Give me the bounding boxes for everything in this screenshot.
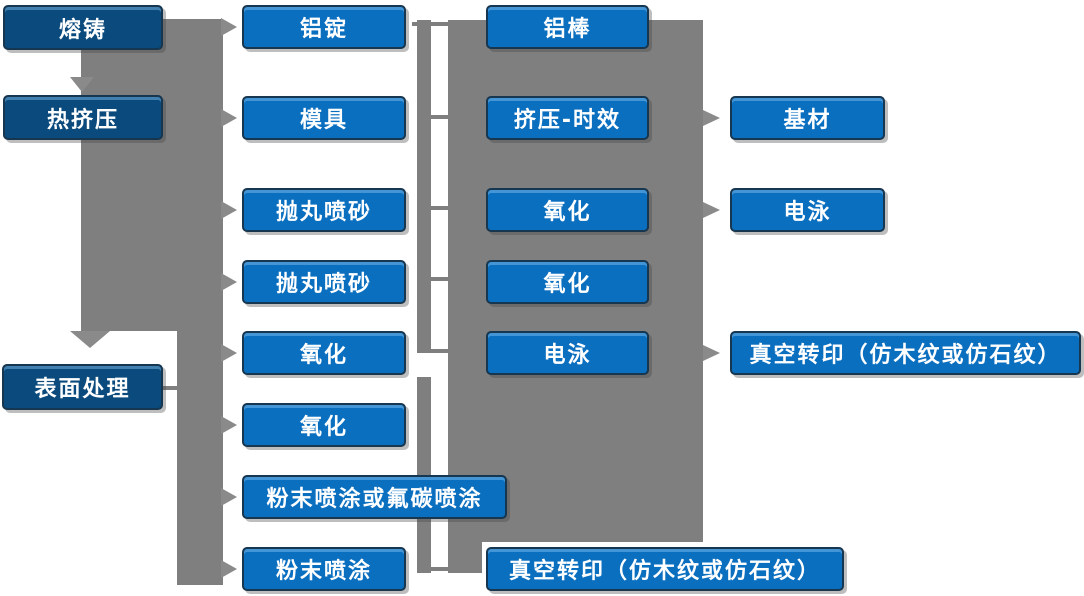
- tick-row1: [412, 22, 448, 26]
- node-electrophoresis-col4: 电泳: [730, 188, 885, 232]
- arrow-to-electrophoresis-col4: [703, 202, 720, 218]
- arrow-to-oxidation-1: [221, 344, 237, 362]
- arrow-to-oxidation-2: [221, 416, 237, 434]
- node-surface-treatment: 表面处理: [2, 364, 163, 410]
- arrow-melt-to-hot-extrusion: [70, 77, 94, 92]
- node-vacuum-transfer-bottom: 真空转印（仿木纹或仿石纹）: [486, 547, 844, 591]
- arrow-to-vacuum-transfer-right: [703, 345, 720, 361]
- arrow-to-powder-coating: [221, 560, 237, 578]
- connector-band-middle-upper: [417, 20, 431, 353]
- node-vacuum-transfer-right: 真空转印（仿木纹或仿石纹）: [730, 331, 1081, 375]
- node-powder-or-fluorocarbon-coating: 粉末喷涂或氟碳喷涂: [242, 475, 507, 519]
- tick-row2: [431, 115, 448, 119]
- arrow-to-shot-blasting-1: [221, 201, 237, 219]
- arrow-to-mold: [221, 109, 237, 127]
- tick-row8: [431, 567, 448, 571]
- arrow-to-powder-or-fluorocarbon: [221, 488, 237, 506]
- node-oxidation-col3-1: 氧化: [486, 188, 649, 232]
- node-extrusion-aging: 挤压-时效: [486, 96, 649, 140]
- arrow-to-base-material: [703, 110, 720, 126]
- node-oxidation-col3-2: 氧化: [486, 260, 649, 304]
- tick-surface-treatment: [162, 386, 177, 390]
- tick-row4: [431, 277, 448, 281]
- node-base-material: 基材: [730, 96, 885, 140]
- connector-column-left: [177, 19, 223, 585]
- node-melt-casting: 熔铸: [3, 5, 163, 50]
- tick-row5: [431, 349, 448, 353]
- node-aluminum-rod: 铝棒: [486, 5, 649, 49]
- node-oxidation-col2-2: 氧化: [242, 403, 406, 447]
- node-mold: 模具: [242, 96, 406, 140]
- node-shot-blasting-1: 抛丸喷砂: [242, 188, 406, 232]
- arrow-down-to-surface-treatment: [70, 331, 110, 348]
- node-oxidation-col2-1: 氧化: [242, 331, 406, 375]
- node-powder-coating: 粉末喷涂: [242, 547, 406, 591]
- connector-block-center-stub: [448, 542, 482, 573]
- node-electrophoresis-col3: 电泳: [486, 331, 649, 375]
- arrow-to-shot-blasting-2: [221, 273, 237, 291]
- node-aluminum-ingot: 铝锭: [242, 5, 406, 49]
- arrow-to-aluminum-ingot: [221, 18, 237, 36]
- node-hot-extrusion: 热挤压: [3, 95, 163, 140]
- node-shot-blasting-2: 抛丸喷砂: [242, 260, 406, 304]
- tick-row3: [431, 206, 448, 210]
